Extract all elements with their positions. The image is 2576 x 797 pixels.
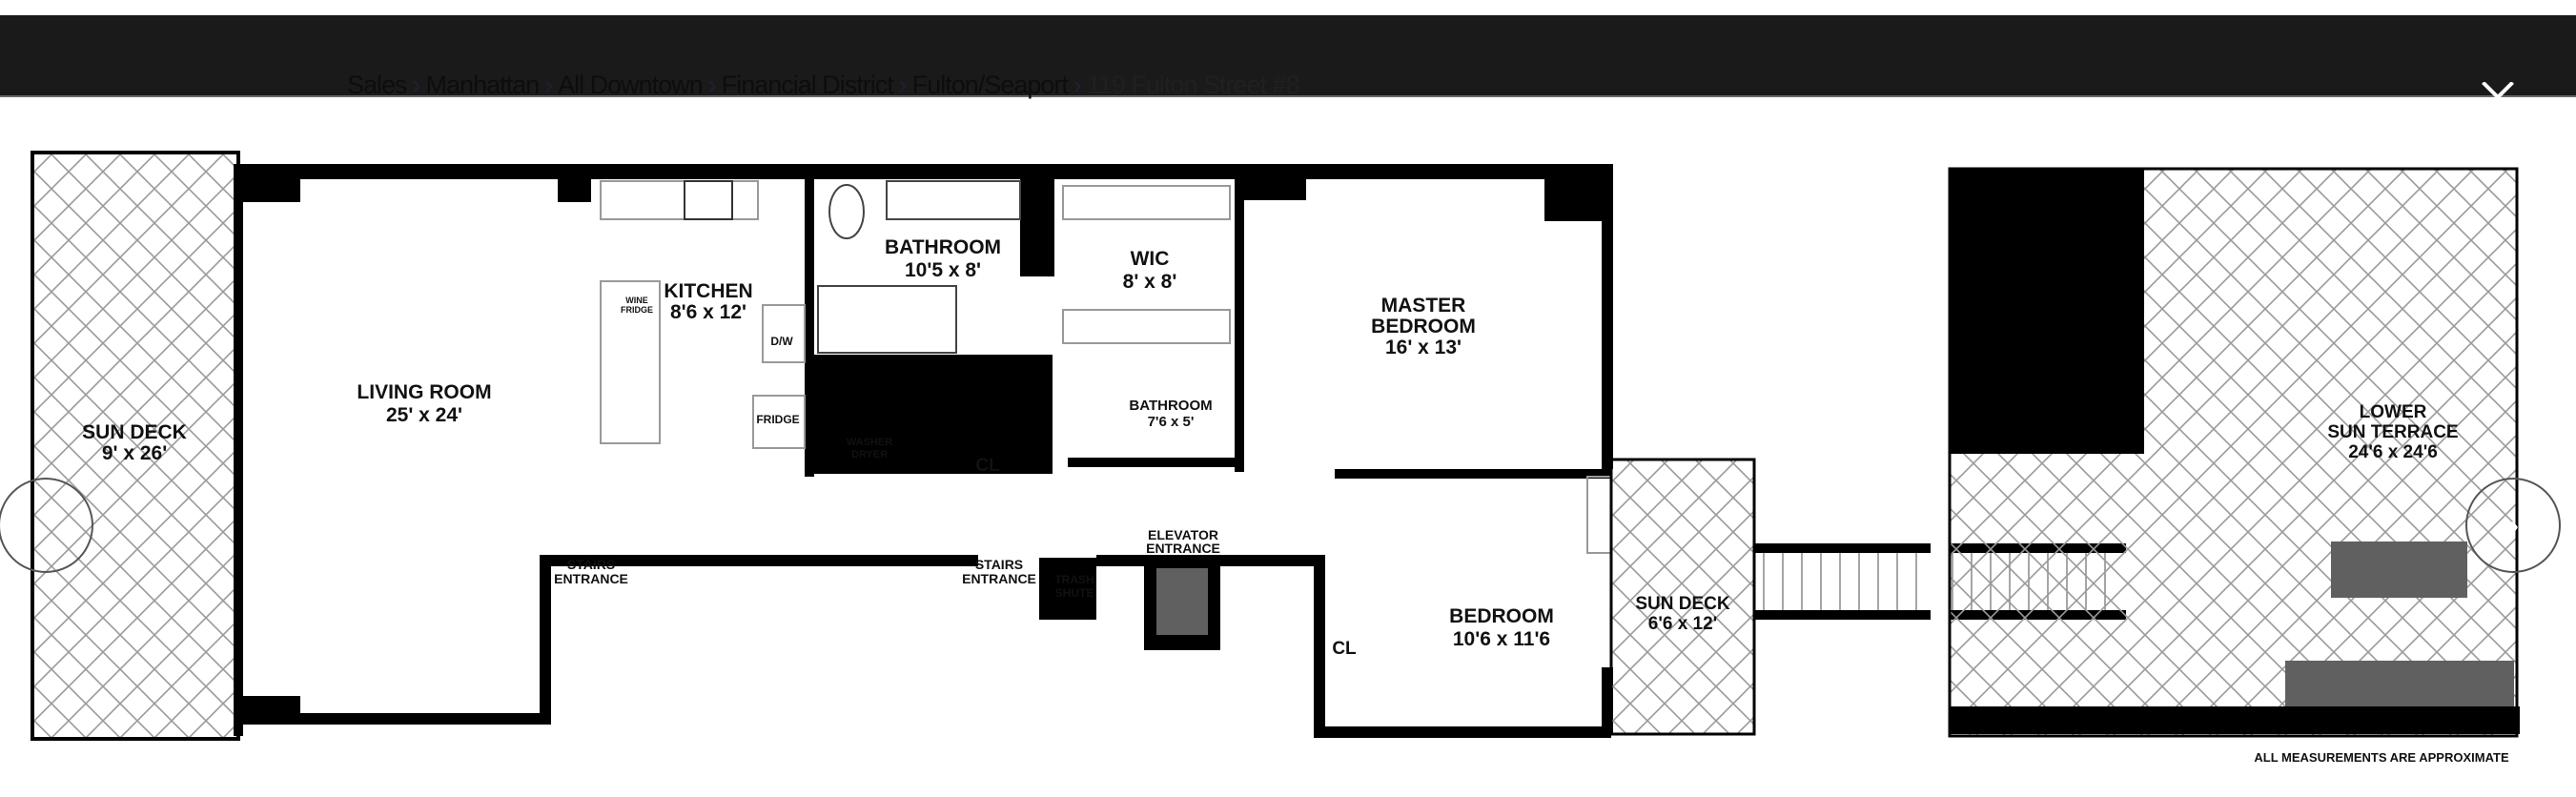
prev-button[interactable] xyxy=(0,478,93,573)
breadcrumb-current: 119 Fulton Street #8 xyxy=(1086,71,1300,99)
fixtures xyxy=(600,180,1612,554)
next-button[interactable]: › xyxy=(2465,478,2561,573)
measurements-note: ALL MEASUREMENTS ARE APPROXIMATE xyxy=(2254,750,2509,765)
label-wine-fridge-2: FRIDGE xyxy=(621,305,653,315)
label-master-bedroom: MASTER xyxy=(1381,295,1466,317)
label-fridge: FRIDGE xyxy=(756,413,799,426)
label-bathroom-size: 10'5 x 8' xyxy=(905,259,981,281)
terrace-structure xyxy=(1950,169,2144,454)
label-bedroom-size: 10'6 x 11'6 xyxy=(1453,628,1550,650)
label-washer-dryer-2: DRYER xyxy=(851,449,888,460)
label-sun-deck: SUN DECK xyxy=(82,421,187,443)
terrace-planter xyxy=(2331,542,2467,598)
label-wine-fridge: WINE xyxy=(625,296,648,305)
label-bathroom: BATHROOM xyxy=(885,236,1001,258)
label-bedroom: BEDROOM xyxy=(1449,605,1554,627)
label-bathroom-2-size: 7'6 x 5' xyxy=(1148,414,1195,430)
label-living-room-size: 25' x 24' xyxy=(386,404,462,426)
label-stairs-entrance: STAIRS xyxy=(567,557,615,572)
sun-deck-area xyxy=(31,151,240,741)
chevron-right-icon: › xyxy=(2509,510,2519,542)
terrace-bench xyxy=(2285,661,2514,706)
label-master-bedroom-2: BEDROOM xyxy=(1371,316,1476,337)
label-trash-shute-2: SHUTE xyxy=(1055,586,1094,600)
breadcrumb-separator: › xyxy=(707,71,717,99)
sun-deck-2-area xyxy=(1609,458,1756,736)
label-washer-dryer: WASHER xyxy=(847,437,892,448)
breadcrumb-separator: › xyxy=(412,71,421,99)
close-icon[interactable] xyxy=(2479,82,2517,109)
label-lower-terrace-size: 24'6 x 24'6 xyxy=(2348,442,2438,462)
label-closet-2: CL xyxy=(1332,639,1357,659)
label-closet: CL xyxy=(975,456,1000,476)
label-lower-terrace: LOWER xyxy=(2360,402,2427,422)
label-wic-size: 8' x 8' xyxy=(1123,271,1177,293)
breadcrumb-fulton-seaport[interactable]: Fulton/Seaport xyxy=(911,71,1069,99)
label-wic: WIC xyxy=(1131,248,1170,270)
label-living-room: LIVING ROOM xyxy=(357,381,491,403)
elevator-shaft xyxy=(1156,568,1208,635)
breadcrumb-sales[interactable]: Sales xyxy=(347,71,408,99)
top-bar: Sales›Manhattan›All Downtown›Financial D… xyxy=(0,15,2576,100)
label-lower-terrace-2: SUN TERRACE xyxy=(2327,422,2458,442)
label-stairs-entrance-b2: ENTRANCE xyxy=(962,571,1036,586)
label-kitchen: KITCHEN xyxy=(664,280,752,302)
breadcrumb-all-downtown[interactable]: All Downtown xyxy=(558,71,704,99)
label-stairs-entrance-2: ENTRANCE xyxy=(554,571,628,586)
label-elevator-entrance-2: ENTRANCE xyxy=(1146,541,1220,556)
breadcrumb-manhattan[interactable]: Manhattan xyxy=(425,71,541,99)
label-stairs-entrance-b: STAIRS xyxy=(975,557,1023,572)
terrace-wall xyxy=(1950,706,2520,734)
label-sun-deck-size: 9' x 26' xyxy=(102,442,167,464)
label-master-bedroom-size: 16' x 13' xyxy=(1385,337,1462,358)
breadcrumb-separator: › xyxy=(1073,71,1082,99)
breadcrumb-separator: › xyxy=(898,71,908,99)
label-bathroom-2: BATHROOM xyxy=(1129,398,1212,414)
label-trash-shute: TRASH xyxy=(1054,573,1094,586)
label-sun-deck-2: SUN DECK xyxy=(1635,594,1730,614)
label-dishwasher: D/W xyxy=(770,335,793,348)
label-sun-deck-2-size: 6'6 x 12' xyxy=(1648,614,1717,634)
breadcrumb-separator: › xyxy=(544,71,553,99)
breadcrumb: Sales›Manhattan›All Downtown›Financial D… xyxy=(347,71,1300,100)
label-elevator-entrance: ELEVATOR xyxy=(1148,527,1218,542)
label-kitchen-size: 8'6 x 12' xyxy=(670,301,746,323)
breadcrumb-financial-district[interactable]: Financial District xyxy=(721,71,894,99)
